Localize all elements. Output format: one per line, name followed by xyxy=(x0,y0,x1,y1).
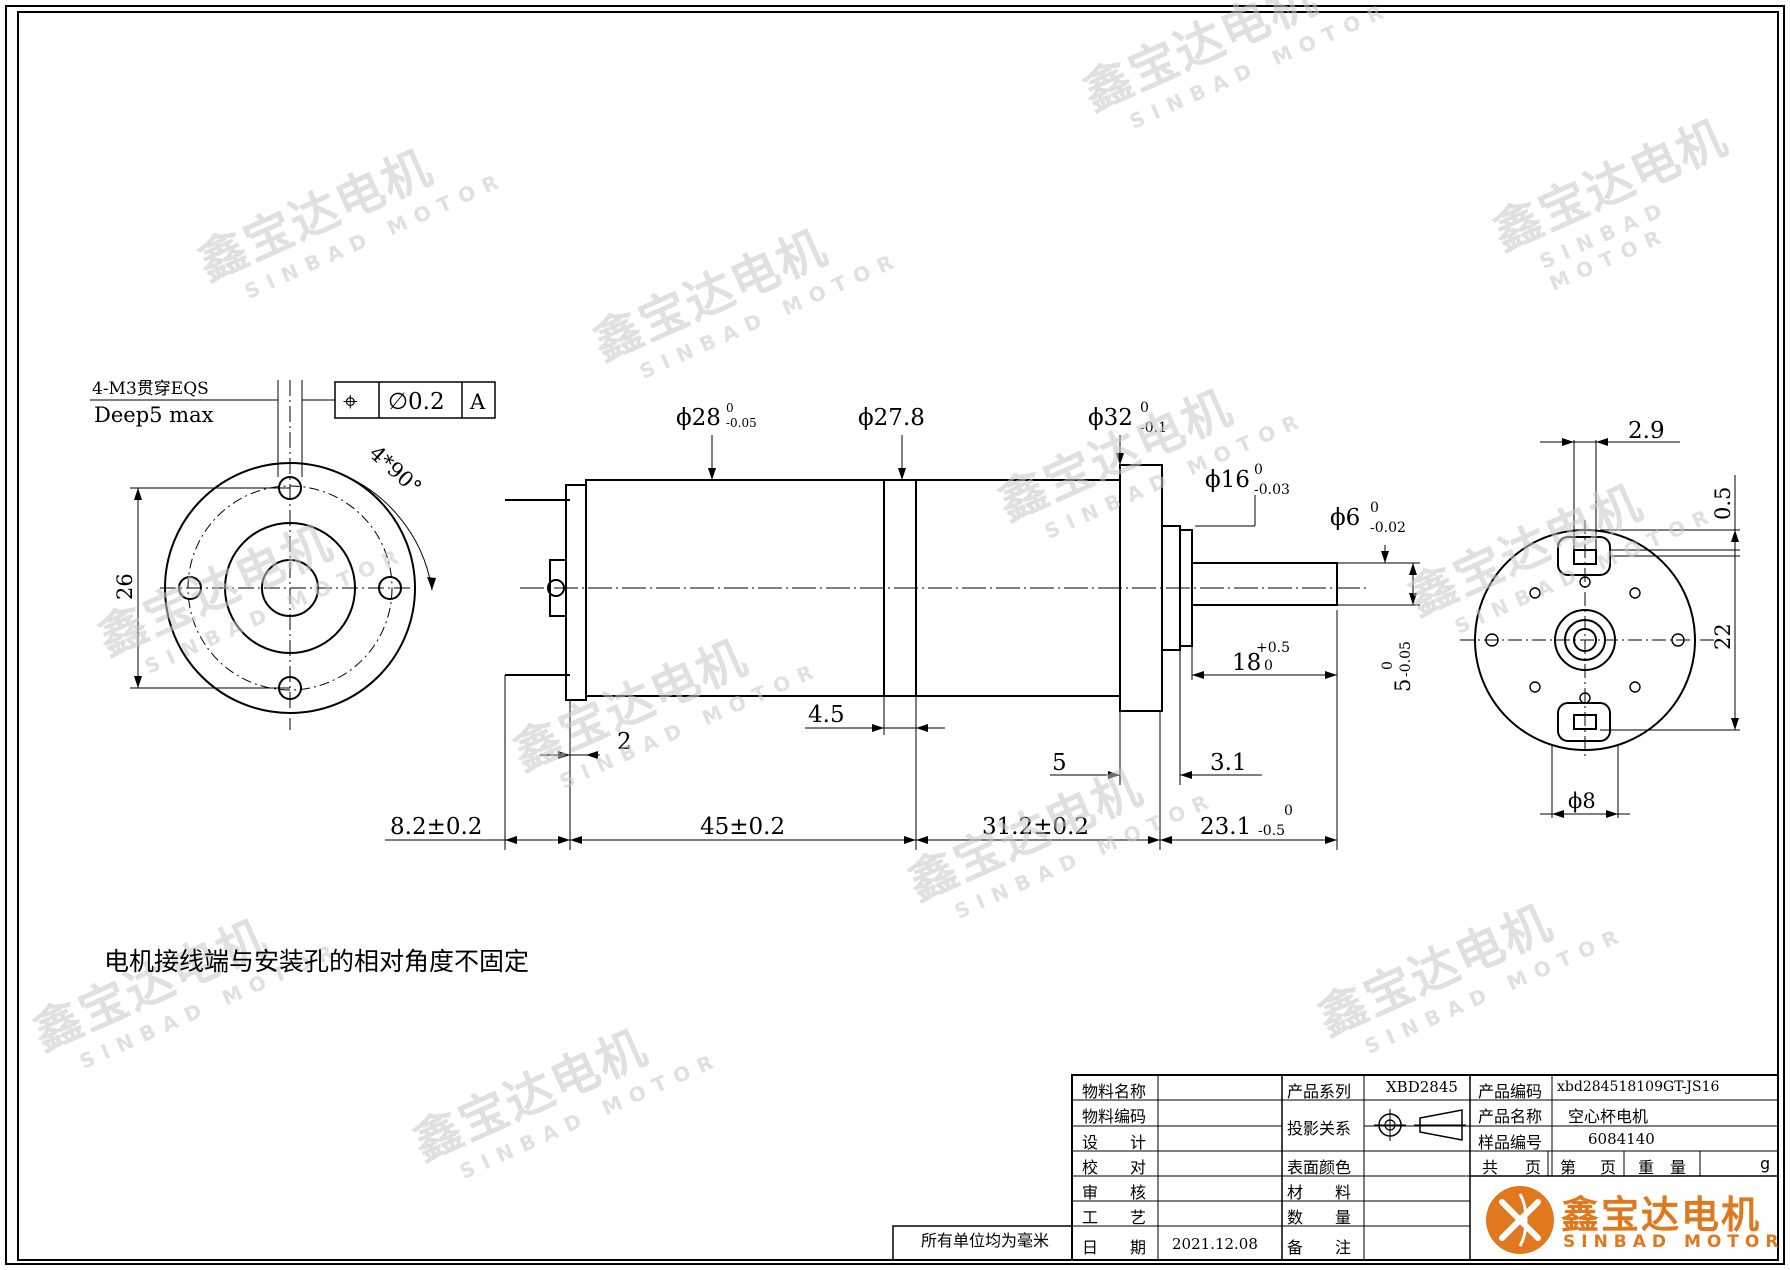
label-surface-color: 表面颜色 xyxy=(1287,1158,1352,1177)
dim-d-body-tol-upper: 0 xyxy=(726,401,734,415)
position-tolerance-icon: ⌖ xyxy=(343,387,358,417)
dim-flat-depth-tol-lower: -0.05 xyxy=(1398,641,1414,677)
dim-rear-bottom: ϕ8 xyxy=(1568,789,1596,813)
dim-ring-width: 4.5 xyxy=(808,702,845,728)
value-series: XBD2845 xyxy=(1386,1078,1458,1096)
label-check: 校 对 xyxy=(1082,1158,1147,1177)
dim-d-boss-tol-lower: -0.03 xyxy=(1254,482,1290,498)
dim-shaft-len: 18 xyxy=(1232,650,1261,676)
assembly-note: 电机接线端与安装孔的相对角度不固定 xyxy=(104,947,530,976)
unit-note: 所有单位均为毫米 xyxy=(920,1231,1049,1250)
label-date: 日 期 xyxy=(1082,1238,1147,1257)
dim-flange-thickness: 5 xyxy=(1052,750,1067,776)
dim-d-ring: ϕ27.8 xyxy=(858,405,925,431)
side-view xyxy=(385,435,1420,850)
label-material-code: 物料编码 xyxy=(1082,1107,1147,1126)
angle-label: 4*90° xyxy=(365,441,426,500)
dim-d-flange-tol-lower: -0.1 xyxy=(1140,420,1167,436)
dim-rear-right: 22 xyxy=(1711,623,1735,650)
dim-len-output-tol-lower: -0.5 xyxy=(1258,823,1285,839)
value-sample-no: 6084140 xyxy=(1588,1130,1655,1148)
dim-d-flange: ϕ32 xyxy=(1088,405,1133,431)
title-block-grid xyxy=(892,1074,1779,1261)
dim-boss-len: 3.1 xyxy=(1210,750,1247,776)
datum-label: A xyxy=(469,390,486,414)
dim-flat-depth: 5 xyxy=(1391,679,1415,692)
label-total: 共 xyxy=(1482,1158,1499,1177)
dim-len-gearbox: 31.2±0.2 xyxy=(982,814,1089,840)
dim-flat-depth-tol-upper: 0 xyxy=(1380,661,1396,670)
value-date: 2021.12.08 xyxy=(1172,1235,1258,1253)
dim-len-output-tol-upper: 0 xyxy=(1284,803,1293,819)
label-material-name: 物料名称 xyxy=(1082,1082,1147,1101)
label-review: 审 核 xyxy=(1082,1183,1147,1202)
label-page-2: 页 xyxy=(1600,1158,1617,1177)
label-weight: 重 量 xyxy=(1638,1158,1687,1177)
rear-view xyxy=(1460,438,1740,818)
dim-d-flange-tol-upper: 0 xyxy=(1140,400,1149,416)
sinbad-logo xyxy=(1486,1186,1554,1254)
value-product-name: 空心杯电机 xyxy=(1568,1107,1649,1126)
dim-terminal-offset: 2 xyxy=(617,729,632,755)
dim-shaft-len-tol-lower: 0 xyxy=(1264,658,1273,674)
hole-spec-line1: 4-M3贯穿EQS xyxy=(92,379,209,399)
label-product-code: 产品编码 xyxy=(1478,1082,1543,1101)
dim-d-shaft-tol-upper: 0 xyxy=(1370,500,1379,516)
label-sample-no: 样品编号 xyxy=(1478,1133,1543,1152)
label-remarks: 备 注 xyxy=(1287,1238,1352,1257)
label-page: 页 xyxy=(1525,1158,1542,1177)
value-product-code: xbd284518109GT-JS16 xyxy=(1557,1079,1720,1095)
dim-len-output: 23.1 xyxy=(1200,814,1251,840)
label-process: 工 艺 xyxy=(1082,1208,1147,1227)
label-series: 产品系列 xyxy=(1287,1082,1352,1101)
dim-d-shaft-tol-lower: -0.02 xyxy=(1370,520,1406,536)
tolerance-value: ∅0.2 xyxy=(388,389,445,415)
dim-d-body: ϕ28 xyxy=(676,405,721,431)
logo-text-cn: 鑫宝达电机 xyxy=(1561,1193,1762,1237)
dim-d-body-tol-lower: -0.05 xyxy=(726,416,757,430)
dim-d-shaft: ϕ6 xyxy=(1330,505,1360,531)
label-unit-g: g xyxy=(1760,1154,1771,1173)
dim-d-boss: ϕ16 xyxy=(1205,467,1250,493)
label-sheet-no: 第 xyxy=(1560,1158,1577,1177)
outer-border xyxy=(5,5,1785,1265)
label-projection: 投影关系 xyxy=(1287,1119,1352,1138)
dim-len-motor: 45±0.2 xyxy=(700,814,785,840)
label-product-name: 产品名称 xyxy=(1478,1107,1543,1126)
dim-height-26: 26 xyxy=(113,573,137,600)
dim-shaft-len-tol-upper: +0.5 xyxy=(1256,640,1290,656)
dim-len-terminals: 8.2±0.2 xyxy=(390,814,482,840)
label-material: 材 料 xyxy=(1287,1183,1352,1202)
label-design: 设 计 xyxy=(1082,1133,1147,1152)
dim-d-boss-tol-upper: 0 xyxy=(1254,462,1263,478)
front-view xyxy=(90,380,496,730)
logo-text-en: SINBAD MOTOR xyxy=(1563,1232,1785,1252)
dim-rear-top: 2.9 xyxy=(1628,418,1665,444)
label-quantity: 数 量 xyxy=(1287,1208,1352,1227)
inner-border xyxy=(17,11,1779,1261)
dim-rear-small: 0.5 xyxy=(1711,487,1735,520)
hole-spec-line2: Deep5 max xyxy=(94,403,214,427)
